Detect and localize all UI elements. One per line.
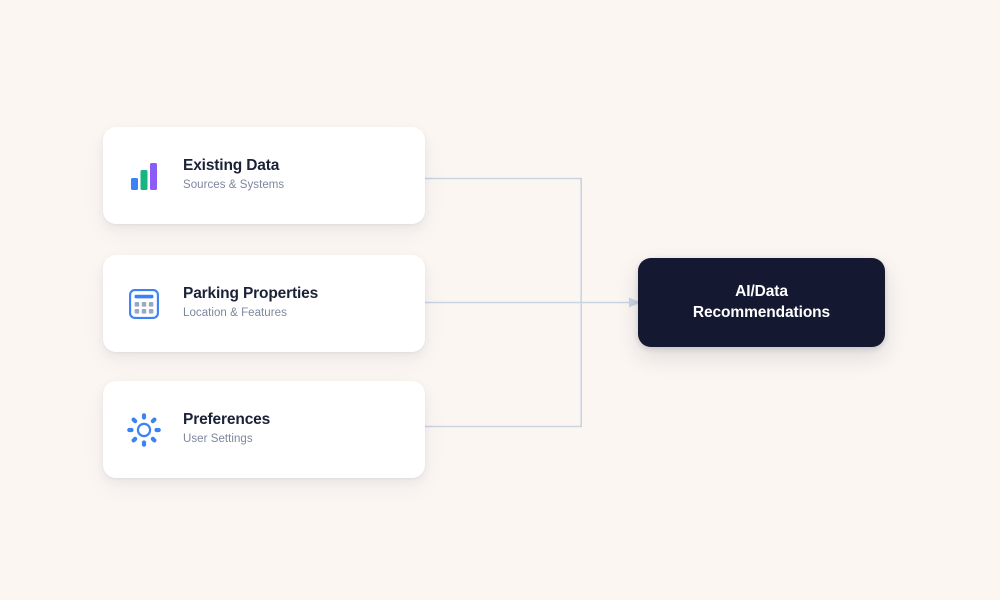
source-card-title: Parking Properties (183, 285, 319, 303)
destination-node-line2: Recommendations (692, 303, 831, 321)
source-card-subtitle: Sources & Systems (183, 179, 285, 192)
source-card-subtitle: Location & Features (183, 307, 287, 320)
destination-node-line1: AI/Data (735, 282, 788, 300)
sun-settings-icon (122, 408, 166, 452)
source-card-text: Parking Properties Location & Features (183, 284, 318, 323)
destination-node-ai-data-recommendations[interactable]: AI/Data Recommendations (638, 258, 885, 347)
source-card-existing-data[interactable]: Existing Data Sources & Systems (103, 127, 425, 224)
source-card-parking-properties[interactable]: Parking Properties Location & Features (103, 255, 425, 352)
source-card-title: Preferences (183, 411, 271, 429)
source-card-subtitle: User Settings (183, 433, 253, 446)
source-card-text: Preferences User Settings (183, 410, 270, 449)
source-card-preferences[interactable]: Preferences User Settings (103, 381, 425, 478)
source-card-title: Existing Data (183, 157, 280, 175)
bar-chart-icon (122, 154, 166, 198)
source-card-text: Existing Data Sources & Systems (183, 156, 284, 195)
parking-grid-icon (122, 282, 166, 326)
